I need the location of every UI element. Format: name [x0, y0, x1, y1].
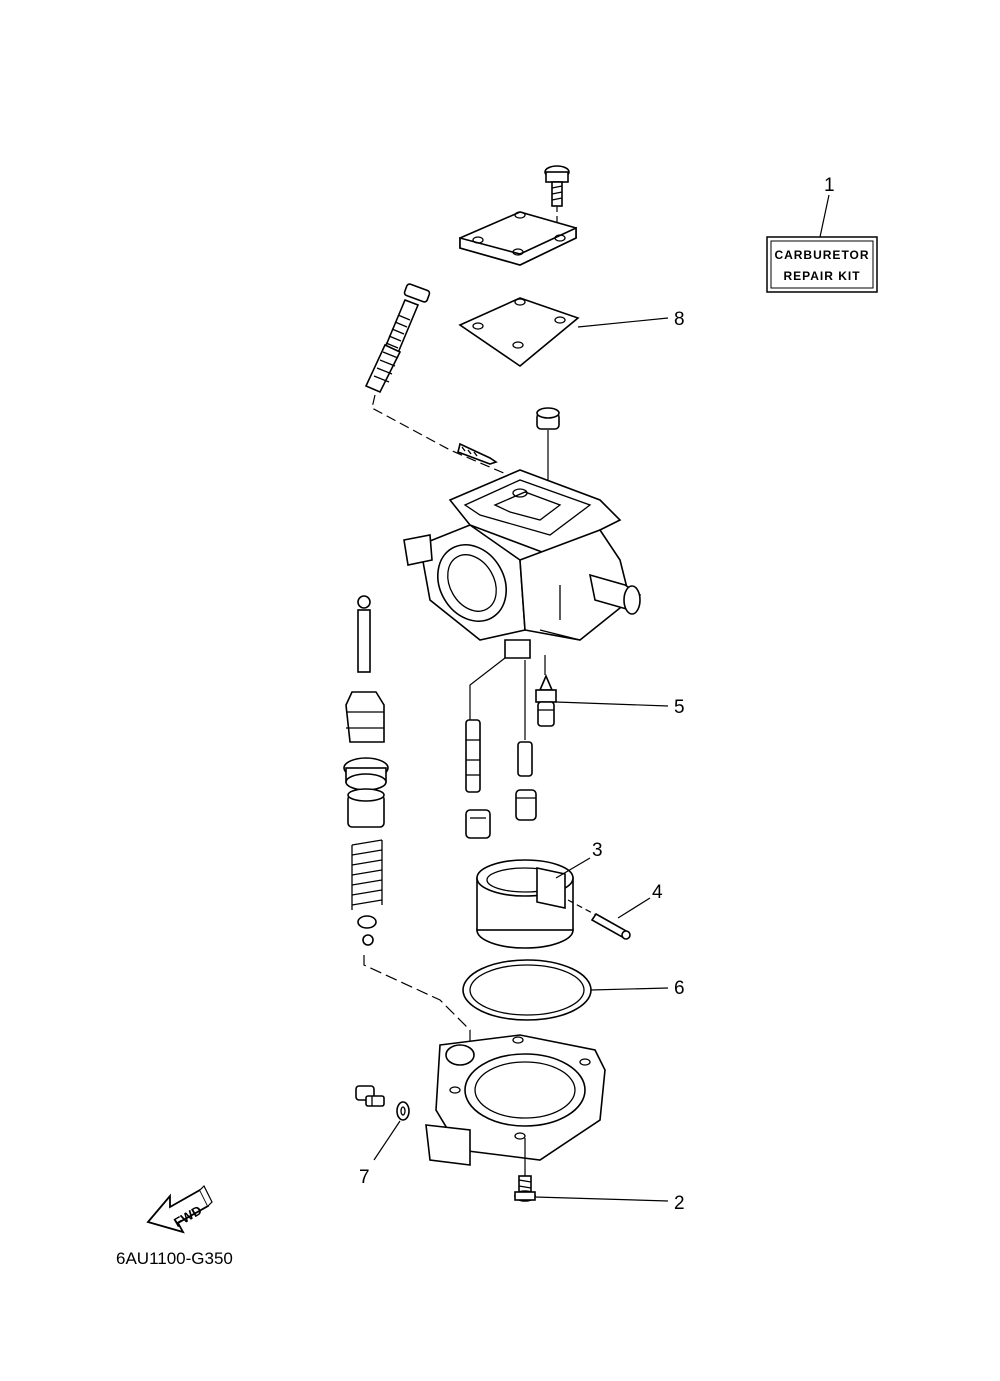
callout-5: 5: [674, 697, 685, 718]
repair-kit-line1: CARBURETOR: [774, 248, 869, 262]
callout-1: 1: [824, 175, 835, 196]
diagram-code: 6AU1100-G350: [116, 1249, 233, 1268]
needle-valve-part-5: [535, 673, 669, 727]
top-cover-plate: [459, 211, 577, 266]
float-part-3: [476, 857, 591, 949]
bottom-screw-part-2: [514, 1175, 669, 1202]
float-chamber: [425, 1034, 606, 1180]
float-pin-part-4: [567, 897, 651, 940]
o-ring-part-6: [462, 959, 669, 1021]
fwd-arrow-icon: FWD: [146, 1184, 213, 1234]
callout-4: 4: [652, 882, 663, 903]
carburetor-body: [403, 407, 642, 659]
callout-7: 7: [359, 1167, 370, 1188]
throttle-stop-screw: [364, 283, 521, 481]
drain-screw: [355, 1085, 385, 1107]
callout-6: 6: [674, 978, 685, 999]
washer-part-7: [373, 1101, 410, 1161]
repair-kit-label: CARBURETOR REPAIR KIT: [766, 194, 878, 293]
accelerator-pump-stack: [343, 595, 471, 1045]
gasket-part-8: [458, 297, 669, 368]
repair-kit-line2: REPAIR KIT: [783, 269, 860, 283]
callout-2: 2: [674, 1193, 685, 1214]
main-jet: [515, 741, 537, 821]
callout-8: 8: [674, 309, 685, 330]
callout-3: 3: [592, 840, 603, 861]
main-nozzle: [465, 719, 491, 839]
